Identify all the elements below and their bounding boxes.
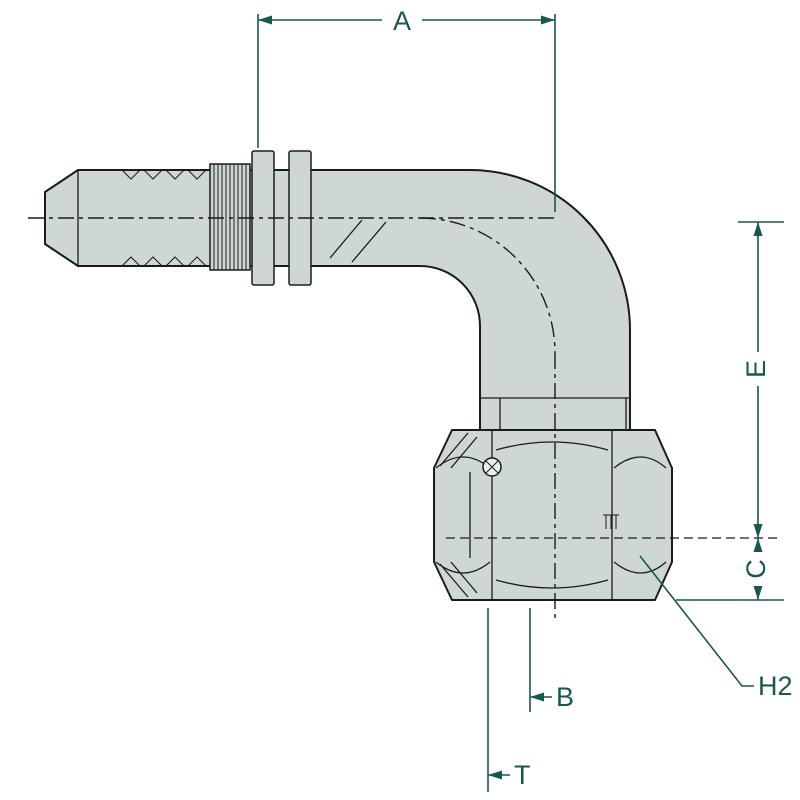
dimension-h2: H2 xyxy=(639,555,793,701)
cone-seat-lines xyxy=(439,432,478,598)
dimension-a: A xyxy=(257,6,556,212)
centerlines xyxy=(28,217,782,618)
lock-ball-detail xyxy=(482,457,502,477)
dimension-label-e: E xyxy=(741,360,771,378)
nut-chamfer-arcs xyxy=(435,441,667,589)
forge-mark xyxy=(603,514,619,529)
dimension-a-arrow-right xyxy=(541,15,555,25)
dimension-label-c: C xyxy=(741,559,771,579)
dimension-t: T xyxy=(487,608,531,792)
dimension-a-extension-lines xyxy=(257,14,556,212)
dimension-label-b: B xyxy=(556,682,574,712)
dimension-t-arrow xyxy=(488,770,502,780)
dimension-label-h2: H2 xyxy=(758,671,793,701)
dimension-label-t: T xyxy=(514,760,531,790)
elbow-silhouette xyxy=(44,169,631,431)
crimp-serration-lines xyxy=(213,164,247,270)
dimension-b-arrow xyxy=(530,692,544,702)
dimension-c-arrow-top xyxy=(753,538,763,552)
dimension-e-arrow-bottom xyxy=(753,524,763,538)
dimension-c: C xyxy=(676,538,784,601)
dimension-b: B xyxy=(529,608,574,712)
barb-teeth xyxy=(121,169,207,267)
dimension-h2-leader xyxy=(639,555,754,687)
dimension-a-arrow-left xyxy=(258,15,272,25)
elbow-body xyxy=(44,169,631,431)
bend-centerline xyxy=(419,217,556,354)
dimension-e-arrow-top xyxy=(753,222,763,236)
bend-surface-marks xyxy=(329,219,387,263)
dimension-label-a: A xyxy=(393,6,411,36)
dimension-c-arrow-bottom xyxy=(753,586,763,600)
dimension-e: E xyxy=(738,221,784,538)
swivel-nut xyxy=(433,429,673,601)
